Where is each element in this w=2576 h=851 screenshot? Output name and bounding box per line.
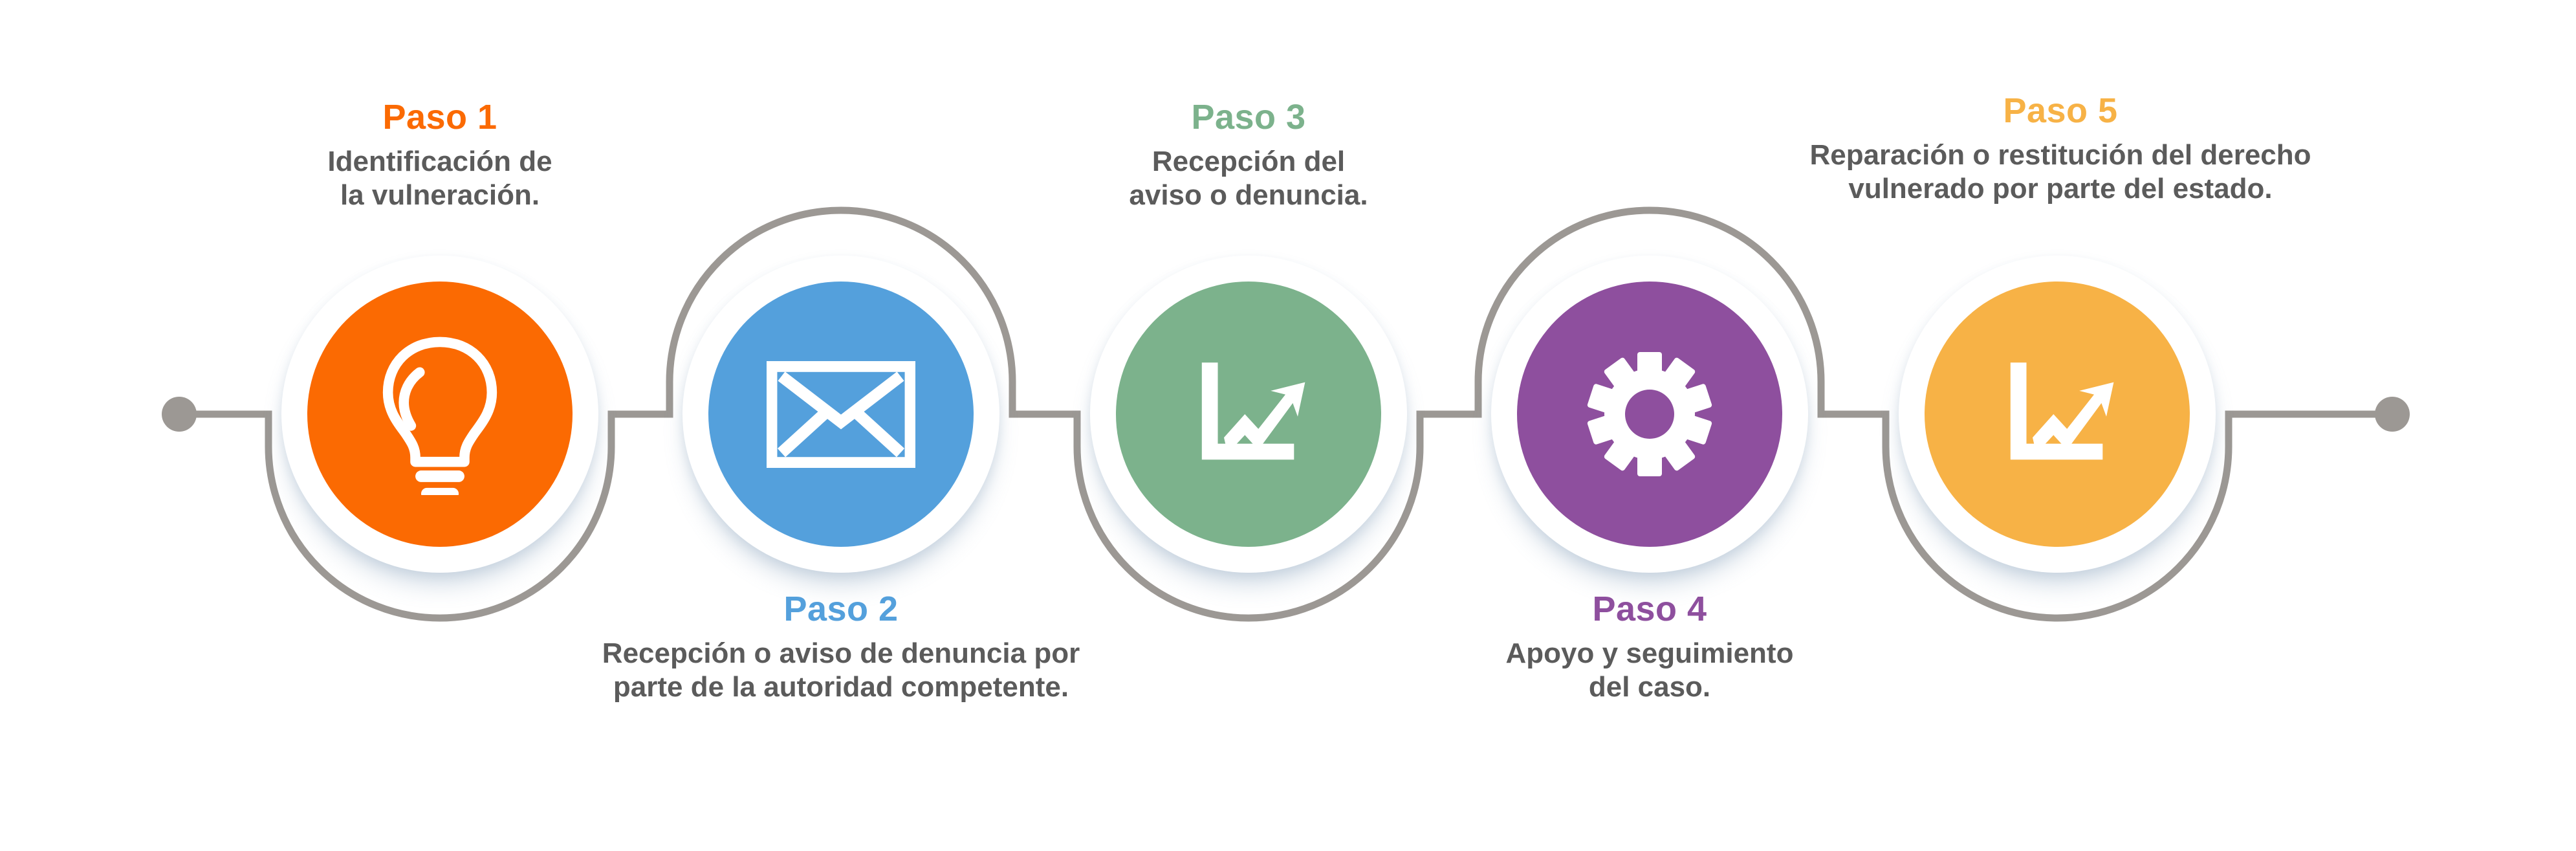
step-title-2: Paso 2	[783, 590, 899, 628]
step-disc-5	[1925, 282, 2190, 547]
step-title-1: Paso 1	[382, 98, 497, 137]
endpoint-dot-right	[2375, 397, 2410, 432]
caption-step-3: Paso 3 Recepción del aviso o denuncia.	[925, 97, 1572, 212]
connector-arc-step-1	[265, 446, 615, 622]
caption-step-2: Paso 2 Recepción o aviso de denuncia por…	[440, 589, 1242, 704]
growth-chart-icon	[1201, 362, 1305, 460]
caption-step-5: Paso 5 Reparación o restitución del dere…	[1650, 91, 2471, 206]
step-title-4: Paso 4	[1592, 590, 1707, 628]
step-description-5: Reparación o restitución del derecho vul…	[1809, 138, 2311, 204]
connector-link-4-5	[1817, 382, 1890, 447]
envelope-icon	[767, 360, 915, 468]
step-description-2: Recepción o aviso de denuncia por parte …	[602, 637, 1080, 703]
connector-link-2-3	[1009, 382, 1081, 447]
step-node-1[interactable]	[281, 256, 598, 573]
lightbulb-icon	[382, 337, 497, 495]
caption-step-1: Paso 1 Identificación de la vulneración.	[116, 97, 763, 212]
step-node-5[interactable]	[1899, 256, 2216, 573]
step-description-3: Recepción del aviso o denuncia.	[1129, 145, 1368, 211]
connector-link-3-4	[1416, 382, 1482, 447]
step-node-2[interactable]	[682, 256, 999, 573]
connector-arc-step-4	[1474, 206, 1825, 382]
connector-segment-start	[184, 410, 272, 447]
connector-segment-end	[2225, 410, 2387, 447]
step-disc-4	[1517, 282, 1782, 547]
caption-step-4: Paso 4 Apoyo y seguimiento del caso.	[1346, 589, 1954, 704]
connector-link-1-2	[607, 382, 673, 447]
step-description-1: Identificación de la vulneración.	[327, 145, 552, 211]
step-title-5: Paso 5	[2003, 91, 2118, 130]
step-disc-2	[708, 282, 974, 547]
step-disc-3	[1116, 282, 1381, 547]
connector-arc-step-2	[666, 206, 1016, 382]
step-title-3: Paso 3	[1191, 98, 1306, 137]
connector-arc-step-3	[1073, 446, 1424, 622]
growth-chart-icon	[2010, 362, 2114, 460]
endpoint-dot-left	[162, 397, 197, 432]
step-node-4[interactable]	[1491, 256, 1808, 573]
step-node-3[interactable]	[1090, 256, 1407, 573]
gear-icon	[1587, 352, 1712, 476]
step-disc-1	[307, 282, 573, 547]
step-description-4: Apoyo y seguimiento del caso.	[1505, 637, 1794, 703]
connector-arc-step-5	[1882, 446, 2232, 622]
